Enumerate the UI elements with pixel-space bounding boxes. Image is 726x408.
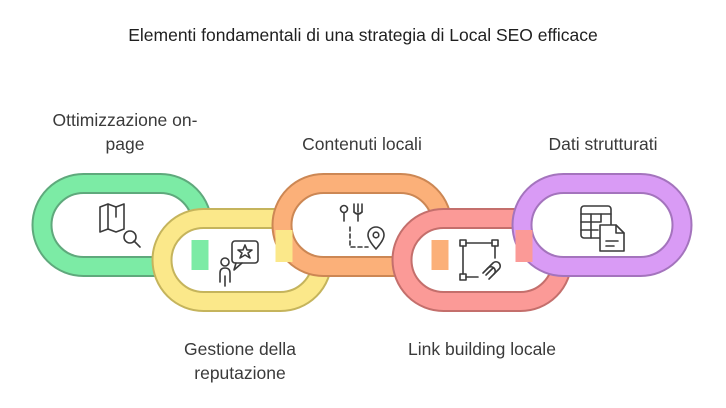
fork-knife-location-icon — [339, 203, 385, 250]
label-link-building-locale: Link building locale — [408, 339, 556, 359]
chain-link-5 — [511, 173, 693, 277]
label-ottimizzazione-on-page: Ottimizzazione on- page — [52, 110, 198, 154]
person-star-review-icon — [219, 240, 259, 287]
label-contenuti-locali: Contenuti locali — [302, 134, 422, 154]
table-document-icon — [580, 205, 625, 252]
diagram-title: Elementi fondamentali di una strategia d… — [128, 25, 598, 45]
map-search-icon — [99, 203, 141, 248]
label-gestione-della-reputazione: Gestione della reputazione — [184, 339, 296, 383]
connected-nodes-link-icon — [459, 239, 502, 281]
label-dati-strutturati: Dati strutturati — [548, 134, 658, 154]
